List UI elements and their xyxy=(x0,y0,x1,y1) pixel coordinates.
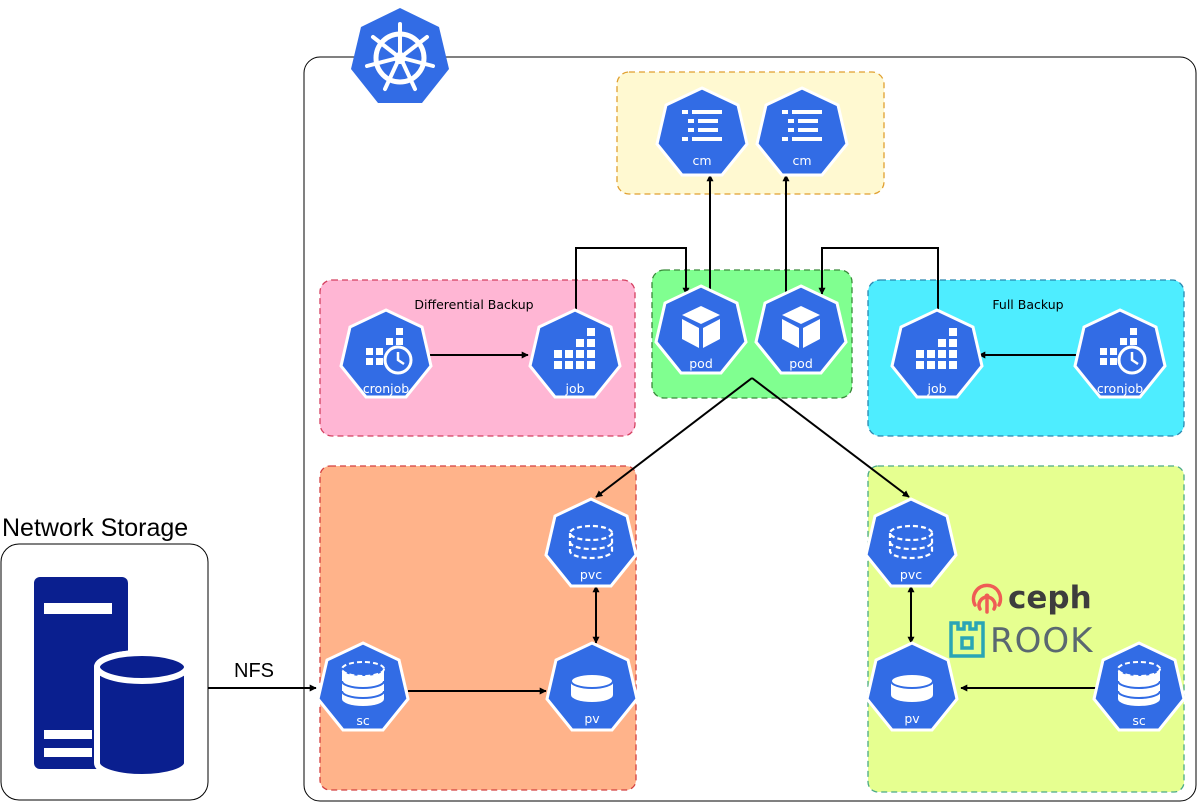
job-node-left: job xyxy=(528,308,622,399)
differential-backup-title: Differential Backup xyxy=(414,297,533,312)
configmap-label: cm xyxy=(692,153,711,168)
rook-castle-icon xyxy=(949,621,985,658)
pvc-label: pvc xyxy=(580,567,602,582)
sc-label: sc xyxy=(1132,713,1146,728)
storage-class-icon xyxy=(341,661,385,706)
rook-logo: ROOK xyxy=(949,621,1094,661)
pv-label: pv xyxy=(904,711,920,726)
pod-label: pod xyxy=(789,356,813,371)
pvc-node-right: pvc xyxy=(864,497,958,588)
full-backup-title: Full Backup xyxy=(992,297,1063,312)
configmap-node-2: cm xyxy=(755,86,849,177)
sc-node-right: sc xyxy=(1092,641,1186,732)
pod-node-2: pod xyxy=(754,284,848,375)
job-label: job xyxy=(564,381,584,396)
rook-wordmark: ROOK xyxy=(990,621,1094,661)
pv-node-left: pv xyxy=(545,641,639,732)
cronjob-node-left: cronjob xyxy=(339,308,433,399)
pv-label: pv xyxy=(584,711,600,726)
kubernetes-logo-icon xyxy=(351,8,449,103)
configmap-node-1: cm xyxy=(655,86,749,177)
job-icon xyxy=(554,328,595,369)
pvc-node-left: pvc xyxy=(544,497,638,588)
arrow-job-right-to-pod2 xyxy=(818,247,939,315)
ceph-octopus-icon xyxy=(971,583,1003,614)
pvc-label: pvc xyxy=(900,567,922,582)
ceph-logo: ceph xyxy=(971,580,1092,616)
pod-cube-icon xyxy=(682,306,720,348)
cronjob-label: cronjob xyxy=(1097,381,1143,396)
configmap-icon xyxy=(782,110,822,141)
pv-volume-icon xyxy=(890,673,934,702)
arrow-job-left-to-pod1 xyxy=(575,247,690,315)
nfs-label: NFS xyxy=(234,660,274,682)
job-icon xyxy=(916,328,957,369)
pvc-volume-icon xyxy=(568,524,614,560)
sc-node-left: sc xyxy=(316,641,410,732)
job-label: job xyxy=(926,381,946,396)
cronjob-node-right: cronjob xyxy=(1073,308,1167,399)
configmap-label: cm xyxy=(792,153,811,168)
pod-label: pod xyxy=(689,356,713,371)
sc-label: sc xyxy=(356,713,370,728)
cronjob-icon xyxy=(366,328,413,375)
pv-volume-icon xyxy=(570,673,614,702)
ceph-wordmark: ceph xyxy=(1008,580,1092,616)
pvc-volume-icon xyxy=(888,524,934,560)
arrow-pods-to-pvc-left xyxy=(595,377,753,498)
storage-class-icon xyxy=(1117,661,1161,706)
cronjob-label: cronjob xyxy=(363,381,409,396)
pod-node-1: pod xyxy=(654,284,748,375)
network-storage-title: Network Storage xyxy=(2,514,188,542)
pod-cube-icon xyxy=(782,306,820,348)
job-node-right: job xyxy=(890,308,984,399)
cronjob-icon xyxy=(1100,328,1147,375)
configmap-icon xyxy=(682,110,722,141)
arrow-pods-to-pvc-right xyxy=(751,377,910,498)
storage-server-icon xyxy=(34,577,190,780)
pv-node-right: pv xyxy=(865,641,959,732)
